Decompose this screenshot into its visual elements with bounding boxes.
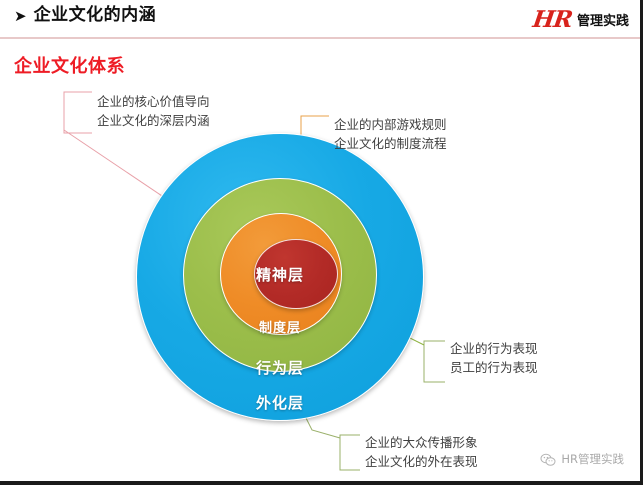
page-title: ➤ 企业文化的内涵 <box>14 6 156 25</box>
header-divider <box>0 37 640 39</box>
annotation-externalization-line-1: 企业的大众传播形象 <box>365 435 478 450</box>
annotation-institution: 企业的内部游戏规则 企业文化的制度流程 <box>334 115 447 154</box>
annotation-spirit-line-1: 企业的核心价值导向 <box>97 94 210 109</box>
annotation-behavior-line-1: 企业的行为表现 <box>450 341 538 356</box>
annotation-behavior: 企业的行为表现 员工的行为表现 <box>450 339 538 378</box>
annotation-spirit: 企业的核心价值导向 企业文化的深层内涵 <box>97 92 210 131</box>
annotation-behavior-line-2: 员工的行为表现 <box>450 360 538 376</box>
annotation-spirit-line-2: 企业文化的深层内涵 <box>97 113 210 129</box>
page-title-text: 企业文化的内涵 <box>33 5 157 25</box>
ring-spirit[interactable] <box>254 239 338 309</box>
annotation-externalization: 企业的大众传播形象 企业文化的外在表现 <box>365 433 478 472</box>
ring-label-institution: 制度层 <box>258 321 301 336</box>
annotation-externalization-line-2: 企业文化的外在表现 <box>365 454 478 470</box>
ring-label-behavior: 行为层 <box>255 359 304 377</box>
watermark: HR管理实践 <box>540 453 624 467</box>
watermark-text: HR管理实践 <box>561 452 624 467</box>
slide-header: ➤ 企业文化的内涵 HR 管理实践 <box>0 0 640 39</box>
annotation-institution-line-1: 企业的内部游戏规则 <box>334 117 447 132</box>
wechat-icon <box>540 453 556 466</box>
annotation-institution-line-2: 企业文化的制度流程 <box>334 136 447 152</box>
section-title: 企业文化体系 <box>14 56 125 77</box>
ring-label-externalization: 外化层 <box>255 394 304 412</box>
ring-label-spirit: 精神层 <box>255 266 304 284</box>
hr-logo-text: 管理实践 <box>576 14 629 29</box>
brand-logo: HR 管理实践 <box>531 6 629 33</box>
arrow-right-bullet-icon: ➤ <box>14 6 27 25</box>
